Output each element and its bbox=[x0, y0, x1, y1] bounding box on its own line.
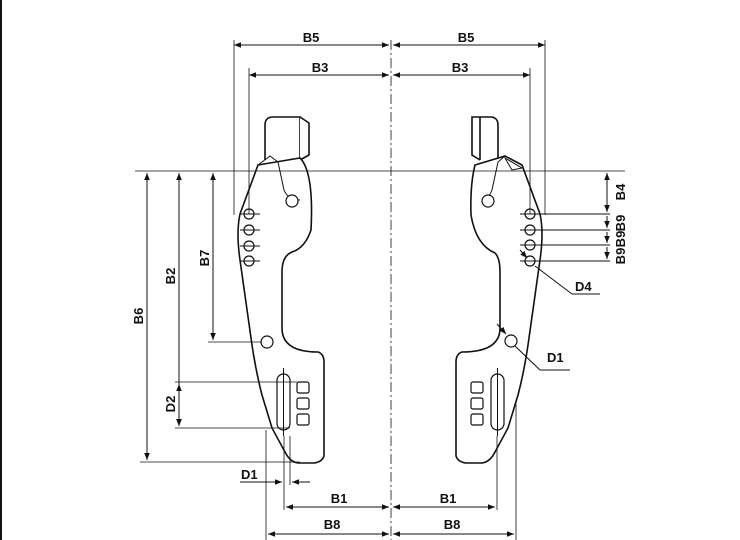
label-d4: D4 bbox=[575, 279, 592, 294]
dimension-lines bbox=[135, 40, 625, 540]
label-b3-right: B3 bbox=[452, 60, 469, 75]
left-bracket bbox=[237, 116, 325, 464]
label-d1-bottom: D1 bbox=[241, 467, 258, 482]
label-b1-left: B1 bbox=[331, 491, 348, 506]
label-b9-c: B9 bbox=[613, 248, 628, 265]
label-b8-right: B8 bbox=[444, 517, 461, 532]
label-b8-left: B8 bbox=[324, 517, 341, 532]
label-d1-right: D1 bbox=[547, 350, 564, 365]
label-b2: B2 bbox=[163, 268, 178, 285]
label-b5-left: B5 bbox=[303, 30, 320, 45]
label-b6: B6 bbox=[131, 308, 146, 325]
label-b7: B7 bbox=[197, 250, 212, 267]
label-b4: B4 bbox=[613, 183, 628, 200]
label-b9-a: B9 bbox=[613, 215, 628, 232]
label-b5-right: B5 bbox=[458, 30, 475, 45]
label-b1-right: B1 bbox=[440, 491, 457, 506]
label-b9-b: B9 bbox=[613, 231, 628, 248]
label-b3-left: B3 bbox=[312, 60, 329, 75]
label-d2: D2 bbox=[163, 396, 178, 413]
right-bracket bbox=[455, 116, 610, 464]
